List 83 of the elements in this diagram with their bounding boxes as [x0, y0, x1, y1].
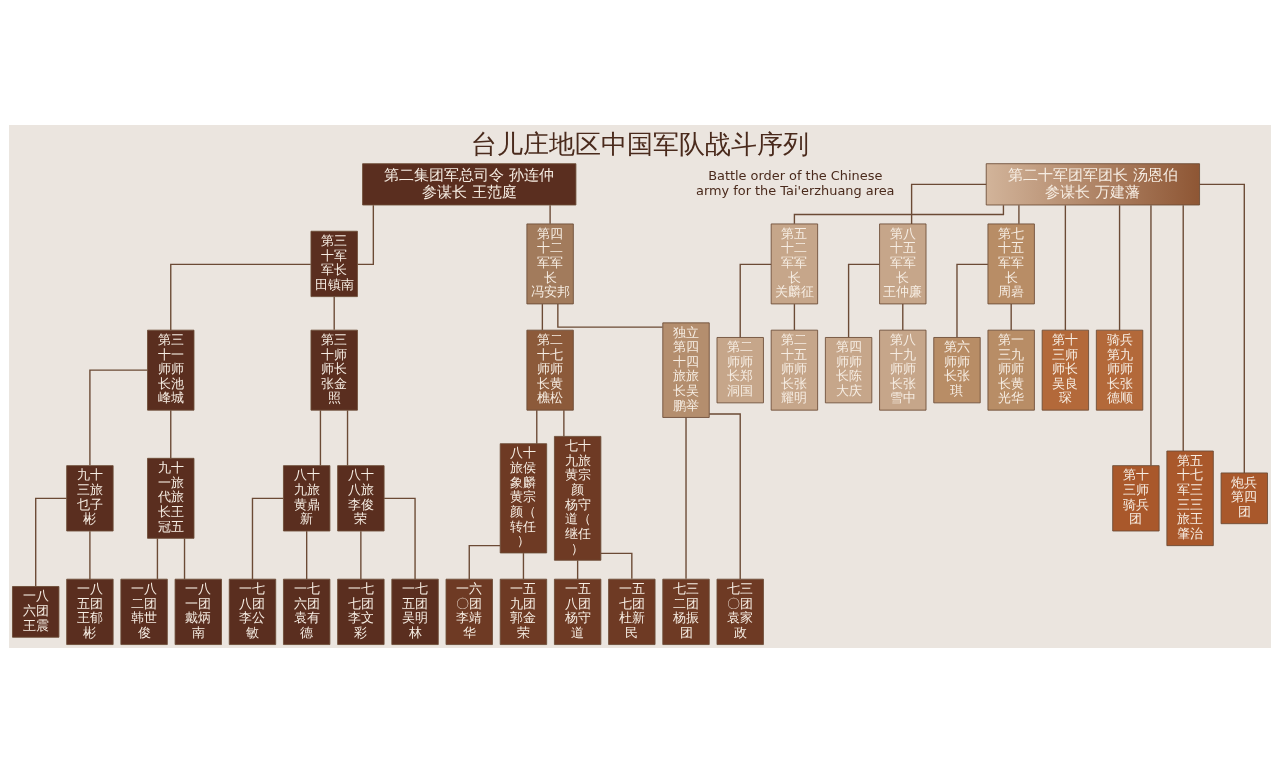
node-box: 一七八团李公敏 — [228, 578, 277, 645]
node-box: 九十三旅乜子彬 — [66, 465, 114, 532]
connector — [183, 537, 186, 580]
node-box: 第七十五军军长 周碞 — [987, 223, 1035, 305]
connector — [600, 552, 633, 580]
connector — [1199, 183, 1245, 474]
node-box: 八十旅侯象麟 黄宗颜（转任） — [499, 443, 548, 554]
connector — [541, 303, 544, 331]
connector — [1010, 303, 1012, 331]
connector — [319, 409, 322, 467]
node-box: 骑兵第九师师长张德顺 — [1095, 329, 1144, 411]
connector — [847, 263, 881, 338]
node-box: 一八二团韩世俊 — [120, 578, 168, 645]
node-box: 一七七团李文彩 — [337, 578, 385, 645]
diagram-title: 台儿庄地区中国军队战斗序列 — [471, 128, 809, 159]
node-box: 一六〇团李靖华 — [445, 578, 493, 645]
node-box: 第二十军团军团长 汤恩伯 参谋长 万建藩 — [985, 163, 1200, 206]
node-box: 第二十五师师长张耀明 — [770, 329, 819, 411]
connector — [910, 183, 987, 225]
connector — [468, 544, 501, 580]
node-box: 八十八旅李俊荣 — [337, 465, 385, 532]
connector — [1150, 204, 1152, 467]
connector — [522, 552, 525, 580]
node-box: 第三十一师师长池峰城 — [147, 329, 195, 411]
node-box: 第四十二军军长 冯安邦 — [526, 223, 574, 305]
connector — [793, 303, 796, 331]
connector — [956, 263, 989, 338]
connector — [685, 416, 687, 580]
connector — [306, 530, 308, 580]
node-box: 第四师师长陈大庆 — [824, 337, 873, 404]
node-box: 一八五团王郁彬 — [66, 578, 114, 645]
node-box: 炮兵第四团 — [1220, 472, 1268, 525]
connector — [708, 413, 741, 580]
connector — [35, 497, 68, 588]
node-box: 第十三师骑兵团 — [1112, 465, 1160, 532]
connector — [1018, 204, 1020, 225]
connector — [170, 409, 172, 459]
node-box: 第三十师师长张金照 — [310, 329, 358, 411]
connector — [89, 369, 149, 466]
node-box: 一八一团戴炳南 — [174, 578, 222, 645]
node-box: 第五十七军三三三旅王肇治 — [1166, 450, 1214, 547]
node-box: 一七六团袁有德 — [283, 578, 331, 645]
connector — [1182, 204, 1184, 452]
connector — [346, 409, 349, 467]
node-box: 第五十二军军长 关麟征 — [770, 223, 819, 305]
connector — [1064, 204, 1067, 331]
node-box: 第十三师师长吴良琛 — [1041, 329, 1089, 411]
label: Battle order of the Chinese army for the Tai'erzhuang area — [696, 168, 895, 198]
connector — [89, 530, 91, 580]
connector — [360, 530, 362, 580]
node-box: 第六师师长张琪 — [933, 337, 981, 404]
connector — [251, 497, 285, 580]
node-box: 独立第四十四旅旅长吴鹏举 — [662, 322, 710, 418]
node-box: 七三二团杨振团 — [662, 578, 710, 645]
connector — [536, 409, 538, 445]
node-box: 一五七团杜新民 — [608, 578, 656, 645]
connector — [739, 263, 772, 338]
connector — [549, 204, 551, 225]
connector — [333, 295, 335, 331]
node-box: 第二集团军总司令 孙连仲 参谋长 王范庭 — [362, 163, 577, 206]
node-box: 一五九团郭金荣 — [499, 578, 548, 645]
node-box: 第八十九师师长张雪中 — [879, 329, 927, 411]
node-box: 第八十五军军长 王仲廉 — [879, 223, 927, 305]
node-box: 第二十七师师长黄樵松 — [526, 329, 574, 411]
node-box: 七三〇团袁家政 — [716, 578, 764, 645]
node-box: 第一三九师师长黄光华 — [987, 329, 1035, 411]
connector — [156, 537, 159, 580]
connector — [383, 497, 416, 580]
connector — [557, 303, 664, 328]
connector — [1118, 204, 1121, 331]
connector — [563, 409, 565, 437]
connector — [170, 263, 312, 331]
connector — [793, 204, 1005, 225]
node-box: 一七五团吴明林 — [391, 578, 439, 645]
node-box: 一五八团杨守道 — [554, 578, 602, 645]
node-box: 八十九旅黄鼎新 — [283, 465, 331, 532]
connector — [902, 303, 904, 331]
node-box: 一八六团王震 — [12, 586, 60, 638]
node-box: 七十九旅黄宗颜 杨守道（继任） — [554, 435, 602, 561]
node-box: 第二师师长郑洞国 — [716, 337, 764, 404]
node-box: 九十一旅代旅长王冠五 — [147, 457, 195, 539]
connector — [576, 559, 579, 580]
node-box: 第三十军军长 田镇南 — [310, 230, 358, 298]
